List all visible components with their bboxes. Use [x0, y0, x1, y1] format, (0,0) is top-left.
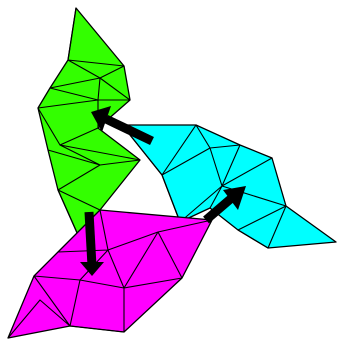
- magenta-shape-fill: [8, 210, 212, 338]
- magenta-shape: [8, 210, 212, 338]
